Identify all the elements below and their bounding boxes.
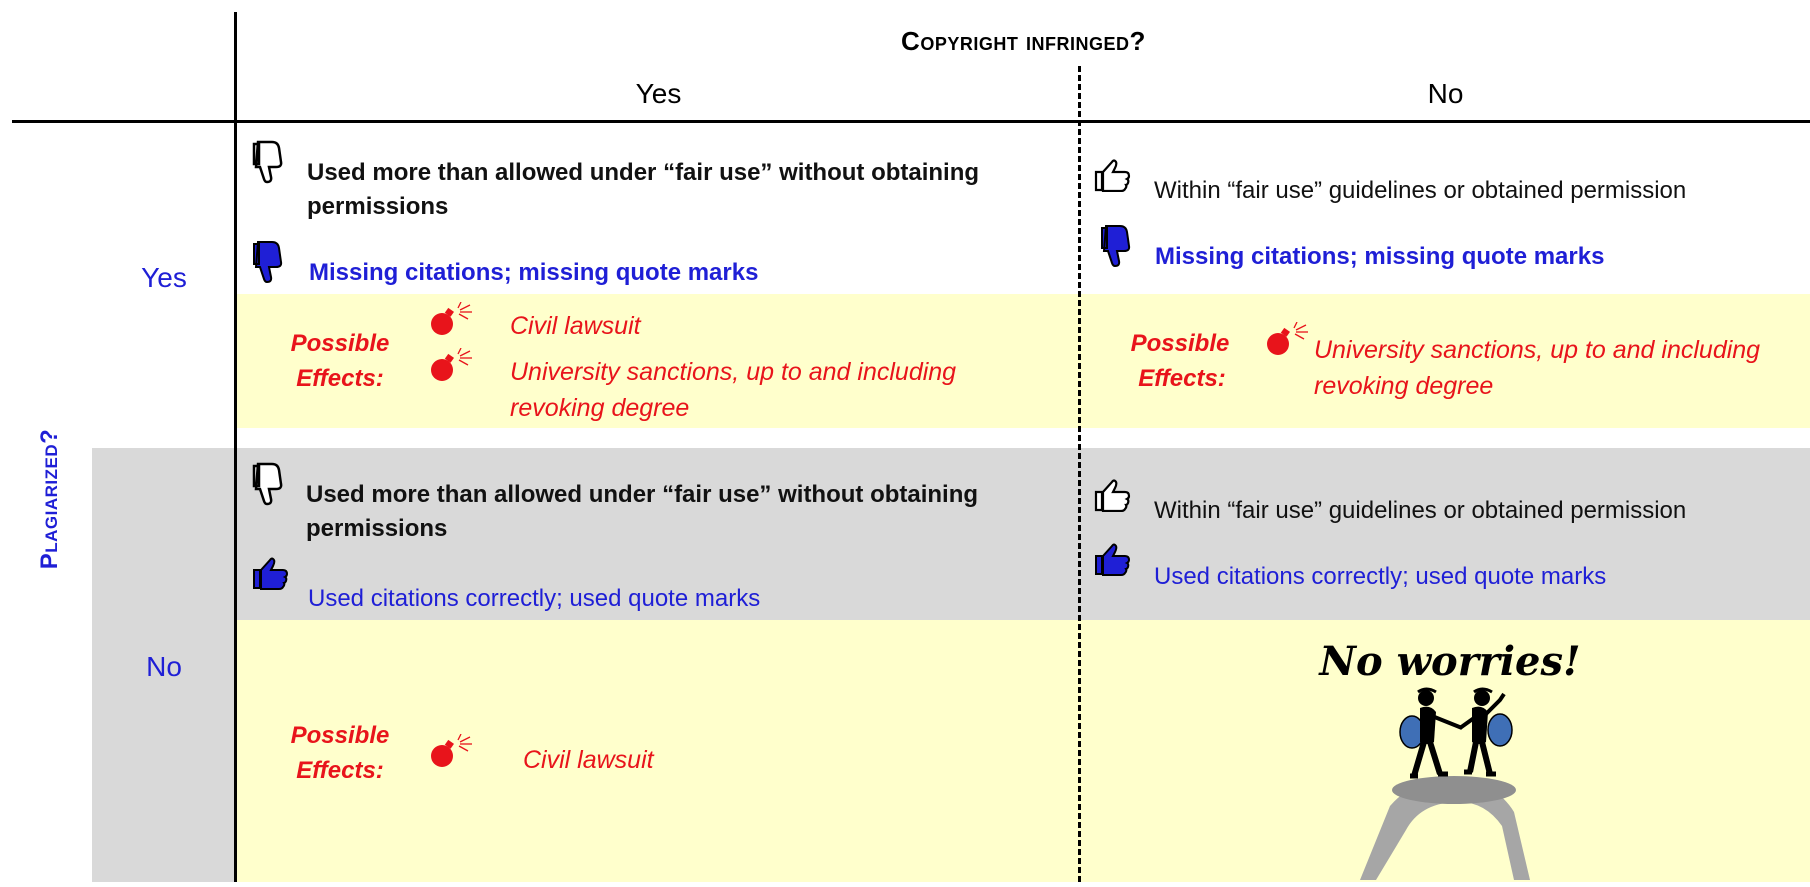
bomb-icon xyxy=(428,734,474,770)
bomb-icon xyxy=(1264,322,1310,358)
citation-text-yy: Missing citations; missing quote marks xyxy=(309,259,759,286)
effects-label-ny-line1: Possible xyxy=(290,722,390,749)
copyright-text-yn: Within “fair use” guidelines or obtained… xyxy=(1154,177,1687,204)
hikers-illustration xyxy=(1354,686,1554,887)
grid-horizontal-line xyxy=(12,120,1810,123)
grid-vertical-line xyxy=(234,12,237,882)
column-header-no: No xyxy=(1427,78,1464,109)
column-header-yes: Yes xyxy=(635,78,682,109)
no-worries-heading: No worries! xyxy=(1319,638,1581,685)
thumbs-up-icon xyxy=(1094,158,1132,192)
effect-text-yy-1: Civil lawsuit xyxy=(510,312,641,340)
citation-text-ny: Used citations correctly; used quote mar… xyxy=(308,585,761,612)
bomb-icon xyxy=(428,302,474,338)
effect-text-yy-2: University sanctions, up to and includin… xyxy=(510,358,957,422)
thumbs-up-icon xyxy=(1094,542,1132,576)
thumbs-down-icon xyxy=(252,140,284,184)
effects-label-yy-line2: Effects: xyxy=(296,365,384,392)
copyright-text-yy: Used more than allowed under “fair use” … xyxy=(307,159,980,220)
side-label-plagiarized: Plagiarized? xyxy=(36,428,63,570)
effects-label-ny-line2: Effects: xyxy=(296,757,384,784)
effects-label-yn-line1: Possible xyxy=(1130,330,1230,357)
thumbs-up-icon xyxy=(1094,478,1132,512)
row-header-yes: Yes xyxy=(141,262,187,293)
effects-band-plagiarized-yes xyxy=(236,294,1810,428)
effects-band-plagiarized-no xyxy=(236,620,1810,882)
thumbs-up-icon xyxy=(252,556,290,590)
effects-label-yy-line1: Possible xyxy=(290,330,390,357)
effect-text-ny-1: Civil lawsuit xyxy=(523,746,654,774)
copyright-text-ny: Used more than allowed under “fair use” … xyxy=(306,481,979,542)
effect-text-yn-1: University sanctions, up to and includin… xyxy=(1314,336,1761,400)
citation-text-nn: Used citations correctly; used quote mar… xyxy=(1154,563,1607,590)
bomb-icon xyxy=(428,348,474,384)
effects-label-yn-line2: Effects: xyxy=(1138,365,1226,392)
header-copyright-infringed: Copyright infringed? xyxy=(901,26,1146,56)
citation-text-yn: Missing citations; missing quote marks xyxy=(1155,243,1605,270)
grid-dashed-divider xyxy=(1078,66,1081,882)
copyright-text-nn: Within “fair use” guidelines or obtained… xyxy=(1154,497,1687,524)
row-header-no: No xyxy=(146,651,182,682)
thumbs-down-icon xyxy=(1100,224,1132,268)
thumbs-down-icon xyxy=(252,462,284,506)
thumbs-down-icon xyxy=(252,240,284,284)
